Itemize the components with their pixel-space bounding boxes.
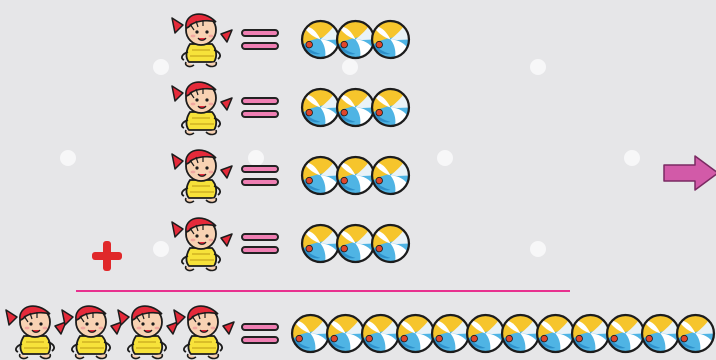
beach-ball-icon — [370, 155, 411, 196]
girl-icon — [172, 302, 236, 360]
girl-icon — [116, 302, 180, 360]
girl-icon — [170, 146, 234, 204]
girl-icon — [60, 302, 124, 360]
equals-sign-icon — [241, 27, 279, 53]
beach-ball-icon — [370, 223, 411, 264]
girl-icon — [170, 78, 234, 136]
decor-dot — [530, 241, 546, 257]
girl-icon — [170, 214, 234, 272]
equals-sign-icon — [241, 321, 279, 347]
beach-ball-icon — [370, 87, 411, 128]
right-arrow-icon[interactable] — [662, 154, 716, 192]
equals-sign-icon — [241, 163, 279, 189]
decor-dot — [624, 150, 640, 166]
beach-ball-icon — [675, 313, 716, 354]
sum-line — [76, 290, 570, 292]
decor-dot — [60, 150, 76, 166]
girl-icon — [4, 302, 68, 360]
beach-ball-icon — [370, 19, 411, 60]
decor-dot — [153, 241, 169, 257]
decor-dot — [437, 150, 453, 166]
decor-dot — [342, 59, 358, 75]
equals-sign-icon — [241, 95, 279, 121]
decor-dot — [530, 59, 546, 75]
plus-sign-icon — [91, 240, 123, 272]
girl-icon — [170, 10, 234, 68]
equals-sign-icon — [241, 231, 279, 257]
decor-dot — [153, 59, 169, 75]
